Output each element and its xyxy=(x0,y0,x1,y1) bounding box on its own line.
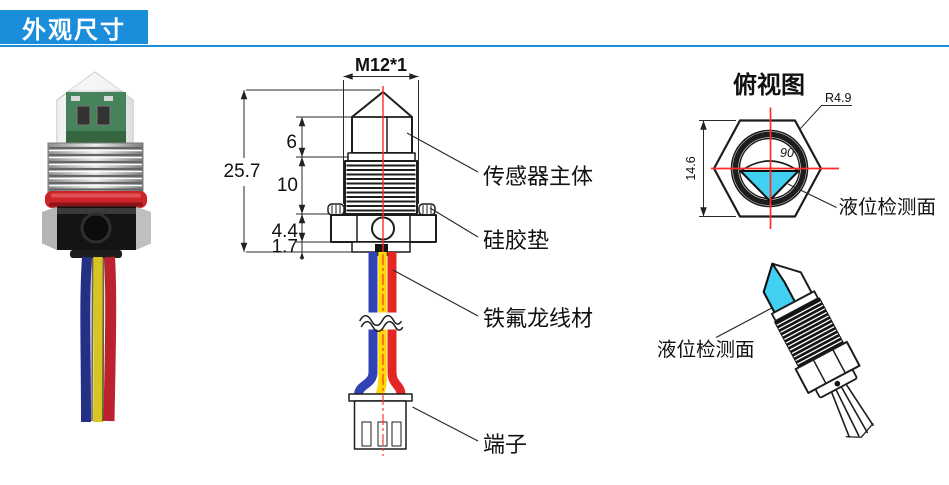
photo-glare-right xyxy=(126,94,133,143)
photo-thread-ridges xyxy=(49,146,142,191)
iso-wire-hole xyxy=(834,380,841,387)
connector-pin xyxy=(391,421,402,447)
label-teflon-wire: 铁氟龙线材 xyxy=(483,306,593,331)
connector-cap xyxy=(348,393,413,402)
cone-and-head-outline xyxy=(351,91,413,154)
wire-blue xyxy=(354,252,378,396)
dim-washer: 1.7 xyxy=(272,237,298,258)
iso-view: 液位检测面 xyxy=(657,262,874,438)
label-detection-iso: 液位检测面 xyxy=(657,339,755,361)
label-terminal: 端子 xyxy=(483,432,527,457)
dim-head: 6 xyxy=(286,132,297,153)
photo-wires xyxy=(80,256,117,423)
front-view-dimensions: M12*1 25.7 6 10 4.4 1.7 xyxy=(224,55,419,260)
dim-radius: R4.9 xyxy=(825,91,851,105)
photo-hex-nut xyxy=(42,206,151,258)
dim-total-height: 25.7 xyxy=(224,161,261,182)
wire-red xyxy=(387,252,406,396)
silicone-pad xyxy=(327,203,436,216)
dim-thread-spec: M12*1 xyxy=(355,55,407,75)
section-title: 外观尺寸 xyxy=(22,16,126,44)
photo-cap-highlight xyxy=(66,71,124,92)
dim-arrow xyxy=(299,252,305,259)
front-view-body xyxy=(327,91,437,256)
photo-glare-left xyxy=(57,94,66,143)
photo-pcb-lower xyxy=(66,131,126,143)
top-view-dimensions: 14.6 R4.9 xyxy=(684,91,852,217)
dim-hex-width: 14.6 xyxy=(684,156,698,180)
photo-pad xyxy=(71,96,80,101)
photo-component xyxy=(96,105,111,126)
photo-component xyxy=(76,105,91,126)
product-photo xyxy=(42,71,151,423)
dim-nut: 4.4 xyxy=(272,221,299,242)
detection-surface xyxy=(739,170,800,202)
front-view: M12*1 25.7 6 10 4.4 1.7 xyxy=(224,55,594,457)
label-detection-top: 液位检测面 xyxy=(839,197,937,219)
front-view-callouts: 传感器主体 硅胶垫 铁氟龙线材 端子 xyxy=(392,132,593,457)
photo-pad xyxy=(104,96,113,101)
iso-sensor xyxy=(762,262,874,438)
label-sensor-body: 传感器主体 xyxy=(483,164,593,189)
label-silicone-pad: 硅胶垫 xyxy=(483,228,549,253)
dim-thread-length: 10 xyxy=(277,175,298,196)
top-view-title: 俯视图 xyxy=(733,71,805,99)
top-view: 俯视图 90° 14.6 R4.9 液位检测面 xyxy=(684,71,936,229)
photo-oring-shade xyxy=(49,202,143,207)
iso-wires xyxy=(830,383,874,438)
photo-oring-highlight xyxy=(51,193,141,198)
terminal-connector xyxy=(348,393,413,450)
dim-angle: 90° xyxy=(780,146,799,160)
wire-break-symbol xyxy=(359,312,404,333)
iso-threads xyxy=(773,297,845,368)
thread-lines xyxy=(346,164,416,212)
connector-pin xyxy=(361,421,372,447)
header-underline xyxy=(0,45,949,47)
collar xyxy=(347,152,416,162)
section-header-banner: 外观尺寸 xyxy=(0,10,148,44)
iso-collar xyxy=(770,290,819,322)
